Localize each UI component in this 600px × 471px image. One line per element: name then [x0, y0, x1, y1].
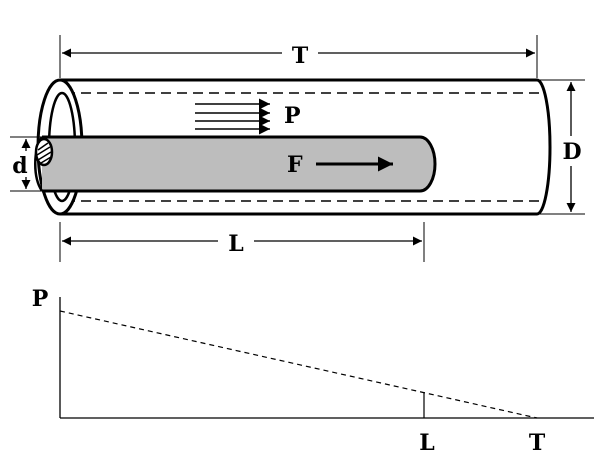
pressure-arrows: P: [195, 98, 301, 135]
pressure-graph: P L T: [32, 286, 594, 456]
hatch-line: [37, 142, 49, 151]
label-T: T: [292, 43, 309, 69]
dimension-d: d: [10, 136, 42, 192]
hatch-line: [37, 151, 52, 161]
hatch-line: [40, 156, 52, 164]
hatch-line: [36, 146, 51, 156]
inner-rod: [34, 135, 437, 193]
label-L: L: [228, 231, 243, 257]
pressure-decay-line: [59, 310, 538, 419]
rod-body: [42, 135, 437, 193]
graph-label-P: P: [32, 286, 49, 312]
label-F: F: [287, 152, 303, 178]
force-arrow: F: [287, 152, 393, 178]
dimension-L: L: [59, 222, 425, 262]
graph-label-T: T: [529, 430, 546, 456]
graph-label-L: L: [419, 430, 434, 456]
label-D: D: [562, 139, 581, 165]
label-P-arrows: P: [284, 103, 301, 129]
label-d: d: [12, 153, 27, 179]
dimension-D: D: [537, 79, 585, 215]
dimension-T: T: [59, 35, 538, 78]
